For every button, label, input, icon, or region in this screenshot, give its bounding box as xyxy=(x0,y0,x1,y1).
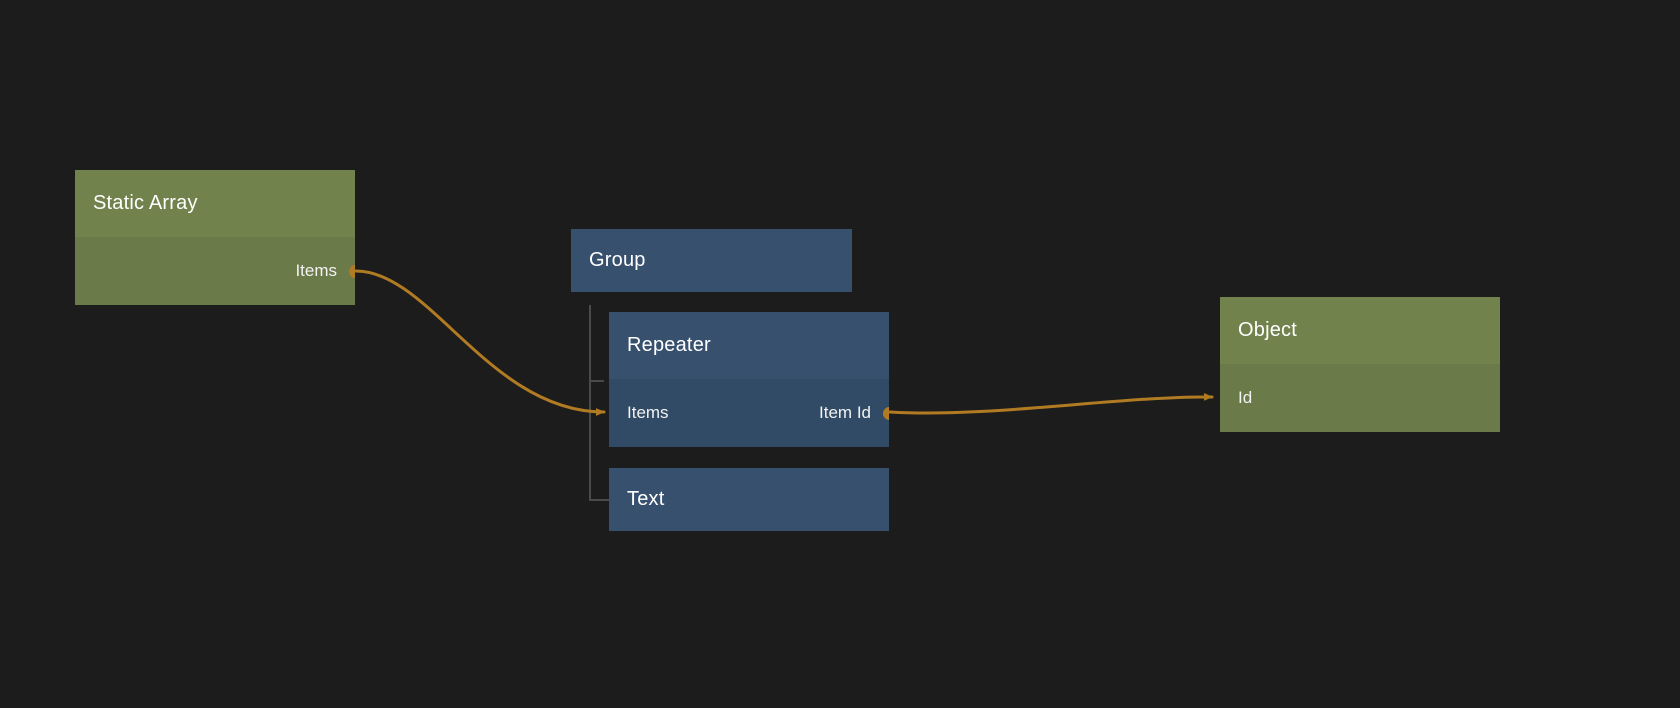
port-label-items-out: Items xyxy=(295,261,337,280)
output-port-items[interactable] xyxy=(348,264,355,278)
edge-itemid-to-object-id[interactable] xyxy=(888,393,1214,415)
node-object-body: Id xyxy=(1220,364,1500,432)
port-label-items-in: Items xyxy=(627,403,669,422)
port-label-item-id-out: Item Id xyxy=(819,403,871,422)
port-label-id-in: Id xyxy=(1238,388,1253,407)
node-repeater-body: Items Item Id xyxy=(609,379,889,447)
node-static-array[interactable]: Static Array Items xyxy=(75,170,355,305)
node-object[interactable]: Object Id xyxy=(1220,297,1500,432)
group-tree-branch-repeater xyxy=(589,380,604,382)
node-object-title: Object xyxy=(1220,297,1500,364)
node-static-array-body: Items xyxy=(75,237,355,305)
node-text-title: Text xyxy=(609,468,889,531)
node-repeater-title: Repeater xyxy=(609,312,889,379)
node-group-title: Group xyxy=(571,229,852,292)
edge-items-to-repeater-items[interactable] xyxy=(354,269,606,416)
node-group[interactable]: Group xyxy=(571,229,852,292)
group-tree-stem xyxy=(589,305,591,500)
node-repeater[interactable]: Repeater Items Item Id xyxy=(609,312,889,447)
node-static-array-title: Static Array xyxy=(75,170,355,237)
node-static-array-row-items[interactable]: Items xyxy=(75,237,355,305)
output-port-item-id[interactable] xyxy=(882,406,889,420)
group-tree-branch-text xyxy=(589,499,609,501)
node-repeater-row-items[interactable]: Items Item Id xyxy=(609,379,889,447)
node-text[interactable]: Text xyxy=(609,468,889,531)
node-object-row-id[interactable]: Id xyxy=(1220,364,1500,432)
